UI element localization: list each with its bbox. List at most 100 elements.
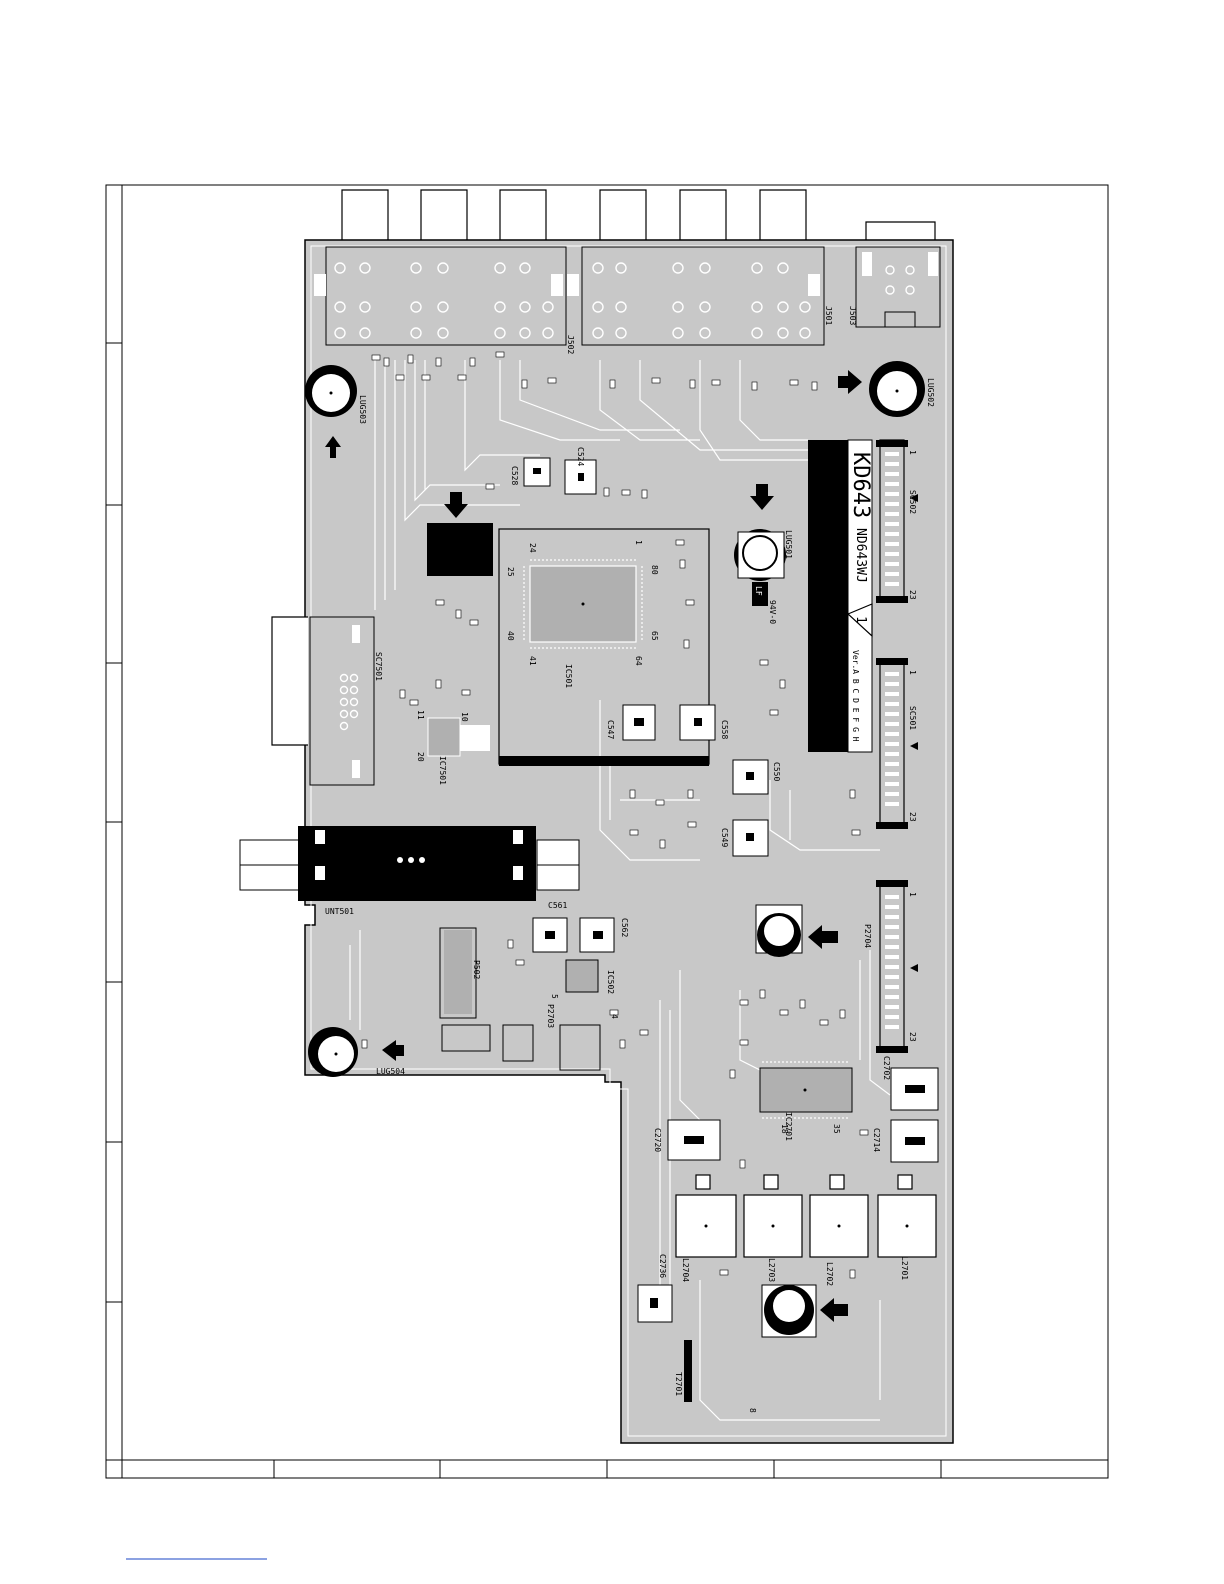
svg-text:LF: LF — [754, 586, 763, 596]
pin-number: 11 — [416, 710, 425, 720]
frame-column-dividers — [273, 1460, 942, 1478]
label-c2736: C2736 — [658, 1254, 667, 1278]
ic-outline-frames — [498, 528, 710, 766]
safety-triangle-icon: 1 — [846, 603, 873, 638]
pcb-inner-outline — [310, 245, 947, 1437]
label-c528: C528 — [510, 466, 519, 485]
pin-number: 1 — [908, 450, 917, 455]
pin-number: 1 — [908, 670, 917, 675]
label-c547: C547 — [606, 720, 615, 739]
label-ic7501: IC7501 — [438, 756, 447, 785]
label-j502: J502 — [566, 335, 575, 354]
label-c561: C561 — [548, 901, 567, 910]
label-p502: P502 — [472, 960, 481, 979]
label-p2703: P2703 — [546, 1004, 555, 1028]
label-ic502: IC502 — [606, 970, 615, 994]
lug-bottom-mount — [761, 1284, 817, 1338]
pin-number: 64 — [634, 656, 643, 666]
pcb-marking-strip — [808, 439, 873, 753]
pcb-code-sub: ND643WJ — [853, 528, 868, 583]
pin-number: 12 — [682, 1350, 691, 1360]
revision-marks: Ver.A B C D E F G H — [851, 650, 860, 742]
unt501-tuner — [239, 826, 580, 901]
copper-traces — [349, 360, 891, 1421]
pin-number: 23 — [908, 590, 917, 600]
arrow-left-icon — [808, 925, 838, 949]
drawing-frame — [105, 184, 1109, 1479]
label-l2704: L2704 — [681, 1258, 690, 1282]
ic7501-chip — [427, 717, 490, 757]
arrow-down-icon — [444, 492, 468, 518]
bottom-pads — [441, 1024, 534, 1062]
lug-mid-mount — [755, 904, 803, 957]
pin-numbers: 24 25 40 41 64 65 80 1 10 11 20 1 23 1 2… — [416, 450, 917, 1413]
lug501-mount — [734, 529, 786, 581]
label-lug502: LUG502 — [926, 378, 935, 407]
label-c2702: C2702 — [882, 1056, 891, 1080]
t2701-part — [684, 1340, 692, 1402]
inductor-pads — [675, 1174, 937, 1258]
pcb-code-main: KD643 — [848, 452, 873, 518]
inductor-centers — [704, 1224, 909, 1228]
lug504-mount — [308, 1027, 358, 1077]
label-sc7501: SC7501 — [374, 652, 383, 681]
j503-jack-block — [855, 246, 941, 328]
pin-number: 25 — [506, 567, 515, 577]
label-sc501: SC501 — [908, 706, 917, 730]
ic2701-chip — [759, 1061, 853, 1119]
sc7501-connector — [271, 616, 375, 786]
label-l2703: L2703 — [767, 1258, 776, 1282]
direction-arrows — [325, 370, 918, 1322]
sc501-connector — [876, 658, 908, 829]
lug502-mount — [869, 361, 925, 417]
label-j503: J503 — [848, 306, 857, 325]
p2703-connector — [559, 1024, 601, 1071]
capacitor-pad-centers — [533, 468, 925, 1308]
label-c558: C558 — [720, 720, 729, 739]
label-c550: C550 — [772, 762, 781, 781]
smd-components — [361, 351, 869, 1279]
label-ic501: IC501 — [564, 664, 573, 688]
arrow-down-icon — [750, 484, 774, 510]
pin-number: 1 — [908, 892, 917, 897]
ic501-chip — [523, 559, 643, 649]
label-p2704: P2704 — [863, 924, 872, 948]
arrow-right-icon — [910, 494, 918, 502]
pin-number: 5 — [550, 994, 559, 999]
pin-number: 35 — [832, 1124, 841, 1134]
label-c562: C562 — [620, 918, 629, 937]
pin-number: 23 — [908, 1032, 917, 1042]
arrow-right-icon — [910, 742, 918, 750]
label-ic2701: IC2701 — [784, 1112, 793, 1141]
label-c2720: C2720 — [653, 1128, 662, 1152]
flammability-label: 94V-0 — [768, 600, 777, 624]
jack-housings — [341, 189, 936, 242]
p502-connector — [439, 927, 477, 1019]
label-c2714: C2714 — [872, 1128, 881, 1152]
pin-number: 23 — [908, 812, 917, 822]
label-j501: J501 — [824, 306, 833, 325]
label-l2701: L2701 — [900, 1256, 909, 1280]
pin-number: 80 — [650, 565, 659, 575]
ic502-chip — [565, 959, 599, 993]
label-c549: C549 — [720, 828, 729, 847]
label-unt501: UNT501 — [325, 907, 354, 916]
pin-number: 1 — [634, 540, 643, 545]
j502-jack-block — [314, 246, 567, 346]
arrow-right-icon — [910, 964, 918, 972]
arrow-left-icon — [382, 1040, 404, 1061]
lead-free-logo: LF — [752, 582, 768, 606]
pin-number: 10 — [460, 712, 469, 722]
black-pad-left — [427, 523, 493, 576]
label-t2701: T2701 — [674, 1372, 683, 1396]
arrow-up-icon — [325, 436, 341, 458]
pin-number: 40 — [506, 631, 515, 641]
label-sc502: SC502 — [908, 490, 917, 514]
pin-number: 18 — [780, 1124, 789, 1134]
label-lug503: LUG503 — [358, 395, 367, 424]
revision-number: 1 — [853, 616, 868, 624]
label-lug501: LUG501 — [784, 530, 793, 559]
pin-number: 20 — [416, 752, 425, 762]
pin-number: 65 — [650, 631, 659, 641]
